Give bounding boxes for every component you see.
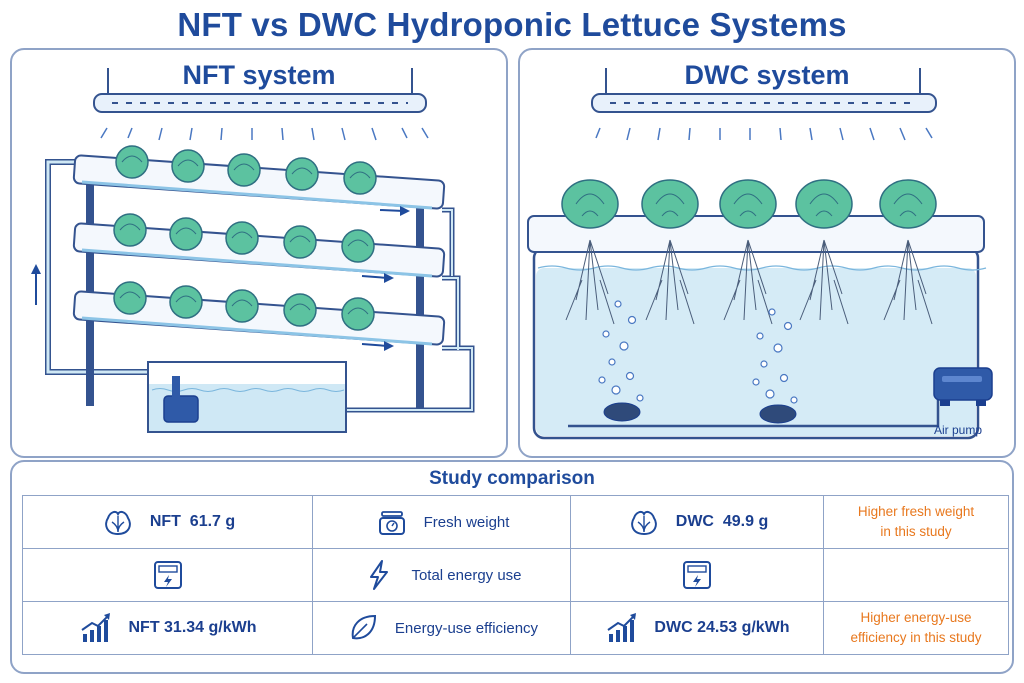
dwc-system-illustration: Air pump (527, 68, 993, 440)
dwc-panel: DWC system (518, 48, 1016, 458)
metric-label-energy-efficiency: Energy-use efficiency (394, 619, 539, 637)
lightning-icon (370, 560, 389, 590)
nft-channel-top (72, 154, 446, 216)
nft-panel: NFT system (10, 48, 508, 458)
energy-meter-icon (153, 561, 182, 589)
fresh-weight-note: Higher fresh weight in this study (857, 504, 975, 539)
energy-meter-icon (683, 561, 711, 589)
table-row: NFT 61.7 g Fresh weight DWC 49.9 g Highe… (22, 495, 1009, 549)
dwc-panel-title: DWC system (684, 60, 850, 90)
nft-energy-efficiency: NFT 31.34 g/kWh (128, 619, 257, 636)
dwc-energy-efficiency: DWC 24.53 g/kWh (654, 619, 790, 636)
comparison-title: Study comparison (429, 468, 595, 489)
air-pump-icon (933, 367, 993, 406)
leaf-icon (351, 614, 376, 640)
nft-channel-bottom (72, 290, 446, 351)
growth-chart-icon (81, 613, 111, 642)
metric-label-energy-use: Total energy use (411, 566, 522, 584)
dwc-fresh-weight: DWC 49.9 g (675, 513, 769, 530)
nft-grow-light-icon (93, 68, 429, 141)
metric-label-fresh-weight: Fresh weight (423, 513, 510, 531)
growth-chart-icon (607, 613, 637, 642)
nft-system-illustration (31, 68, 475, 433)
nft-reservoir (147, 361, 347, 433)
lettuce-icon (630, 510, 657, 536)
nft-channel-middle (72, 222, 446, 283)
page-title: NFT vs DWC Hydroponic Lettuce Systems (177, 6, 847, 43)
scale-icon (378, 511, 405, 535)
dwc-grow-light-icon (591, 68, 937, 141)
table-row: Total energy use (22, 548, 1009, 602)
energy-efficiency-note: Higher energy-use efficiency in this stu… (850, 610, 982, 645)
nft-panel-title: NFT system (182, 60, 336, 90)
table-row: NFT 31.34 g/kWh Energy-use efficiency DW… (22, 601, 1009, 655)
nft-fresh-weight: NFT 61.7 g (149, 513, 236, 530)
dwc-tank (527, 215, 987, 440)
air-pump-label: Air pump (934, 423, 982, 437)
lettuce-icon (105, 510, 131, 536)
comparison-table: NFT 61.7 g Fresh weight DWC 49.9 g Highe… (22, 495, 1009, 655)
comparison-panel: Study comparison NFT 61.7 g Fresh weight… (10, 460, 1014, 674)
